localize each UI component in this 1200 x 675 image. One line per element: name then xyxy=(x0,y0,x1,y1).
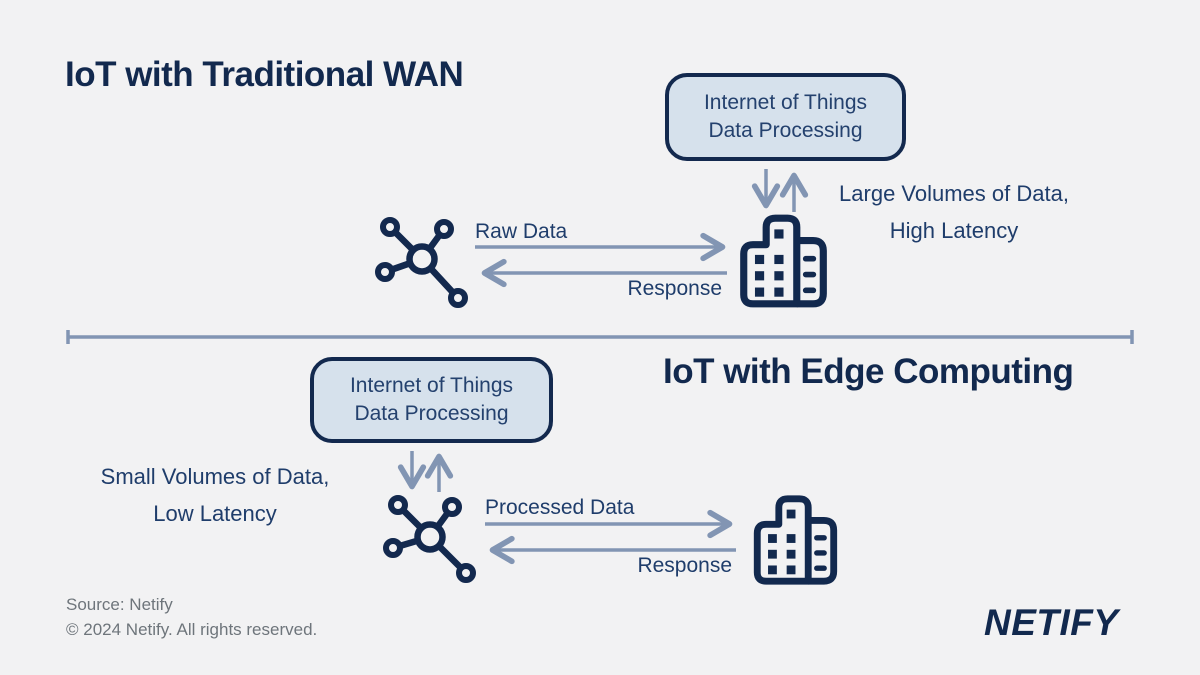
edge-processing-box: Internet of Things Data Processing xyxy=(310,357,553,443)
edge-title: IoT with Edge Computing xyxy=(663,352,1074,391)
response-label-edge: Response xyxy=(637,554,732,577)
volume-label-line2: High Latency xyxy=(889,218,1019,243)
datacenter-buildings-icon xyxy=(753,495,838,585)
footer-attribution: Source: Netify © 2024 Netify. All rights… xyxy=(66,592,317,642)
source-line: Source: Netify xyxy=(66,595,173,614)
processed-data-label: Processed Data xyxy=(485,496,635,519)
netify-logo: NETIFY xyxy=(984,602,1119,643)
response-label-traditional: Response xyxy=(627,277,722,300)
processing-box-line1: Internet of Things xyxy=(703,91,868,114)
copyright-line: © 2024 Netify. All rights reserved. xyxy=(66,620,318,639)
raw-data-label: Raw Data xyxy=(475,220,568,243)
volume-label-line1: Large Volumes of Data, xyxy=(839,181,1069,206)
iot-device-icon xyxy=(383,495,476,583)
traditional-volume-label: Large Volumes of Data, High Latency xyxy=(812,175,1096,249)
volume-label-line1: Small Volumes of Data, xyxy=(100,464,330,489)
traditional-title: IoT with Traditional WAN xyxy=(65,55,464,94)
processing-box-line1: Internet of Things xyxy=(349,374,514,397)
iot-device-icon xyxy=(375,217,468,308)
processing-box-line2: Data Processing xyxy=(354,402,509,425)
datacenter-buildings-icon xyxy=(740,214,827,308)
volume-label-line2: Low Latency xyxy=(153,501,277,526)
processing-box-line2: Data Processing xyxy=(708,119,863,142)
edge-volume-label: Small Volumes of Data, Low Latency xyxy=(68,458,362,532)
traditional-processing-box: Internet of Things Data Processing xyxy=(665,73,906,161)
